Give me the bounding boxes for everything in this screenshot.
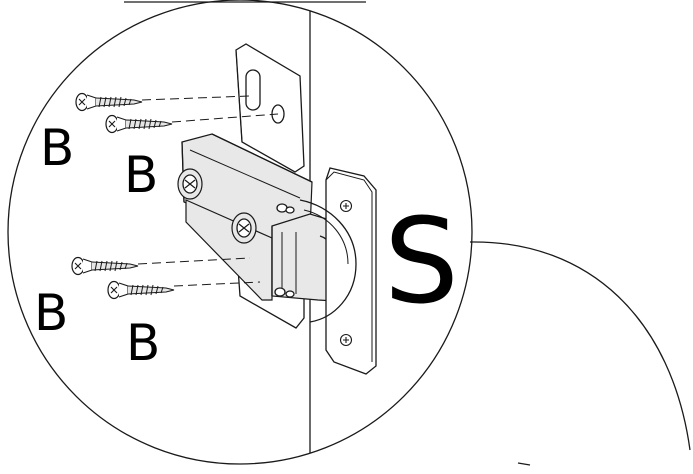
door-swing-arc [469, 241, 691, 451]
label-b-4: B [126, 314, 160, 372]
adjustment-screw-lower [231, 212, 257, 244]
hinge-cup-plate [299, 167, 377, 375]
wood-screw-1 [75, 92, 143, 112]
door-arc-tick [517, 462, 531, 466]
adjustment-screw-upper [177, 168, 203, 200]
label-b-3: B [34, 284, 68, 342]
alignment-line-4 [173, 281, 261, 287]
hinge-pin-top [276, 203, 295, 214]
cup-screw-top [339, 199, 353, 213]
alignment-line-2 [171, 113, 279, 123]
detail-circle [7, 0, 473, 465]
alignment-line-3 [137, 257, 251, 265]
wood-screw-2 [105, 114, 173, 134]
wood-screw-3 [71, 256, 139, 276]
alignment-line-1 [141, 95, 251, 101]
label-b-2: B [124, 146, 158, 204]
cup-screw-bottom [339, 333, 353, 347]
label-b-1: B [40, 119, 74, 177]
wood-screw-4 [107, 280, 175, 300]
hinge-pin-bottom [274, 287, 295, 298]
label-s: S [384, 192, 459, 330]
